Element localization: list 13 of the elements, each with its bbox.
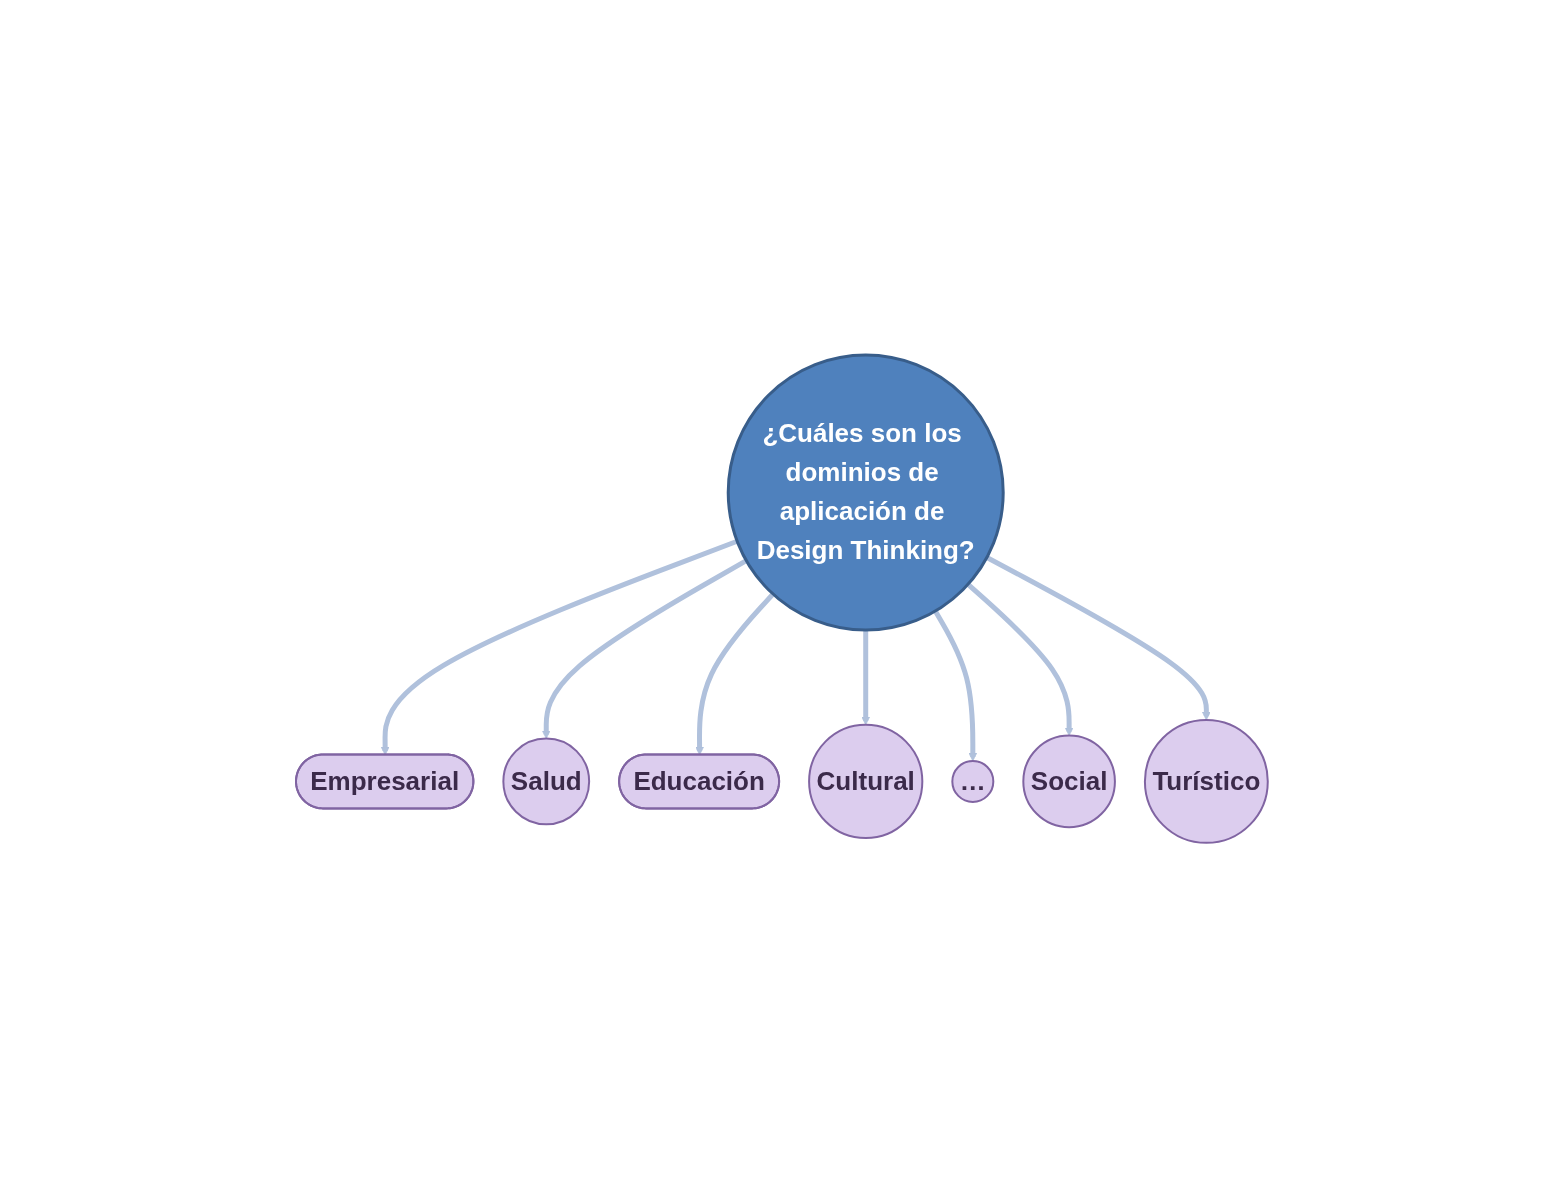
node-circle: ¿Cuáles son los dominios de aplicación de Design Thinking? xyxy=(726,353,1005,632)
arrow xyxy=(966,582,1074,736)
node-circle: Social xyxy=(1022,734,1116,828)
node-circle: … xyxy=(951,759,995,803)
arrow xyxy=(380,538,739,755)
node-circle: Salud xyxy=(502,737,591,825)
arrow xyxy=(861,629,871,725)
node-circle: Cultural xyxy=(808,723,924,839)
node-circle: Turístico xyxy=(1144,718,1269,844)
arrow xyxy=(695,591,775,755)
arrow xyxy=(985,554,1211,720)
arrow xyxy=(541,558,748,739)
arrow xyxy=(933,609,978,761)
